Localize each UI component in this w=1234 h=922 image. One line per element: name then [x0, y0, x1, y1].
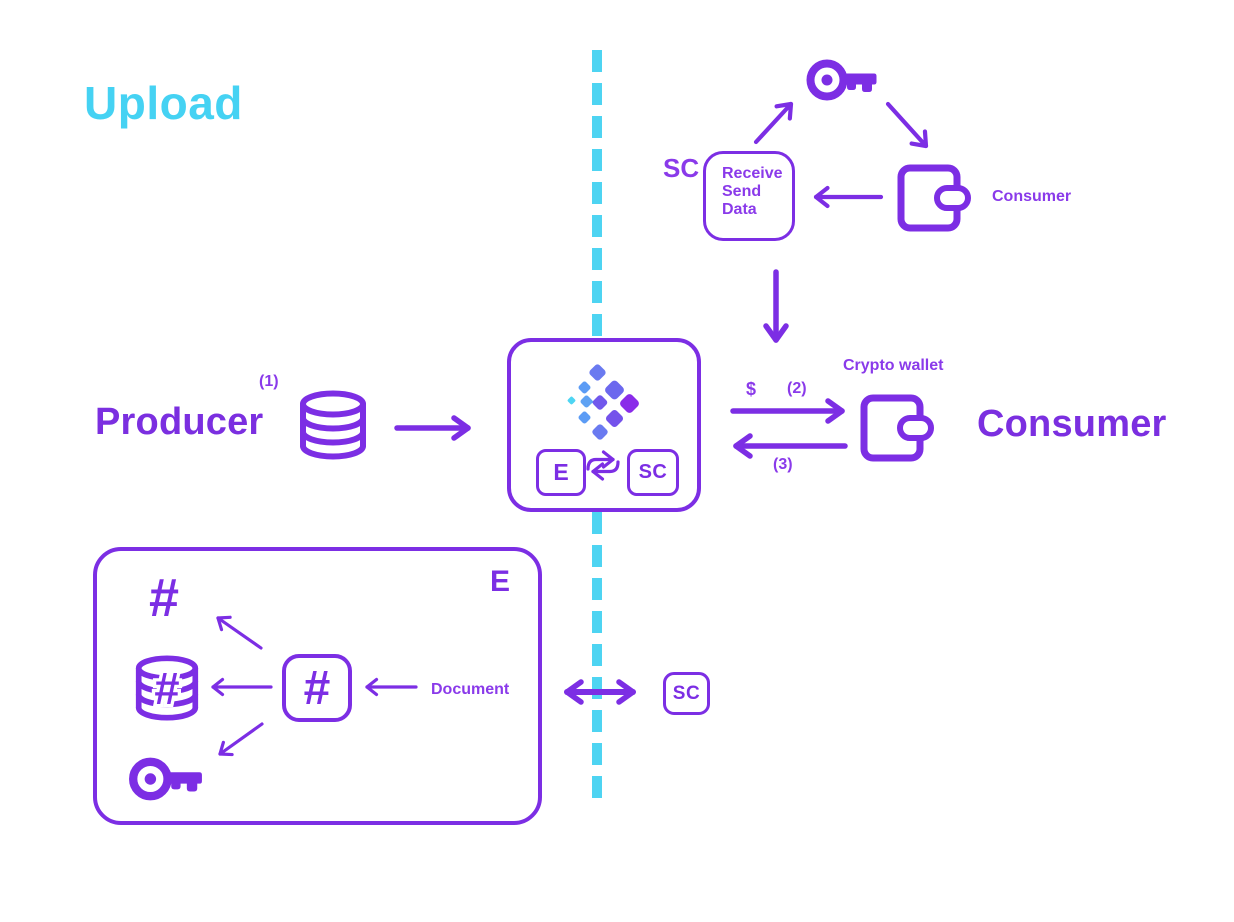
crypto-wallet-label: Crypto wallet — [843, 357, 944, 374]
hash-in-db-halo: # — [154, 663, 179, 714]
smart-contract-box: Receive Send Data — [703, 151, 795, 241]
hash-document-box: # — [282, 654, 352, 722]
producer-label: Producer — [95, 401, 264, 443]
sc-contract-label: SC — [663, 153, 700, 183]
encryption-badge: E — [536, 449, 586, 496]
dollar-label: $ — [746, 379, 757, 399]
crypto-wallet-icon — [860, 394, 934, 462]
database-hash-icon: # # — [135, 655, 199, 721]
consumer-label: Consumer — [977, 403, 1167, 445]
encryption-box-e-label: E — [489, 565, 510, 598]
step-1-label: (1) — [259, 373, 279, 390]
consumer-top-label: Consumer — [992, 188, 1072, 205]
step-2-label: (2) — [787, 380, 807, 397]
wallet-icon — [897, 164, 971, 232]
platform-logo — [567, 364, 639, 440]
smart-contract-text: Receive Send Data — [722, 165, 783, 218]
hash-in-db: # — [154, 663, 179, 714]
page-title: Upload — [84, 77, 243, 129]
arrow-key-to-wallet — [885, 101, 929, 149]
key-small-icon — [129, 757, 202, 801]
document-label: Document — [431, 681, 510, 698]
sc-exchange-box: SC — [663, 672, 710, 715]
encryption-box: E # # # # Document — [93, 547, 542, 825]
arrow-contract-to-key — [753, 101, 794, 145]
platform-box: E SC — [507, 338, 701, 512]
key-icon — [806, 59, 877, 101]
hash-symbol: # — [149, 568, 180, 628]
smart-contract-badge: SC — [627, 449, 679, 496]
step-3-label: (3) — [773, 456, 793, 473]
database-icon — [300, 390, 366, 460]
